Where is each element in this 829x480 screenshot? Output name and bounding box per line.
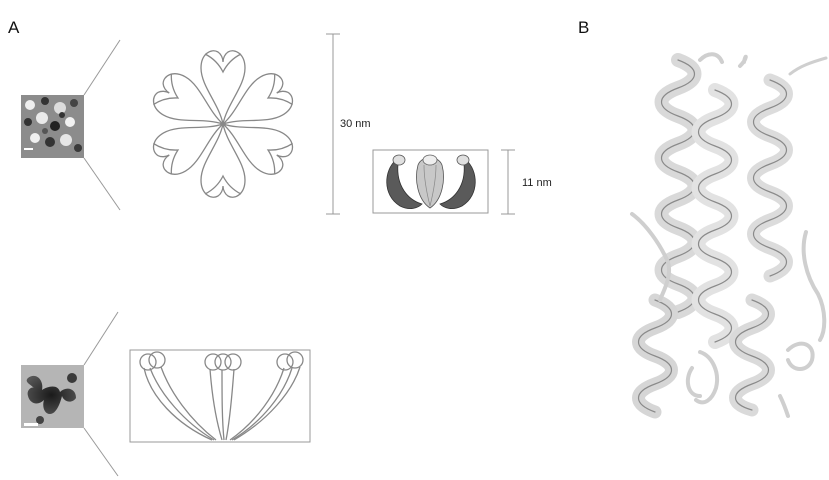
side-view-outline bbox=[130, 350, 310, 442]
leader-line bbox=[84, 312, 118, 365]
leader-line bbox=[84, 158, 120, 210]
micrograph-top bbox=[21, 95, 84, 158]
leader-line bbox=[84, 428, 118, 476]
rosette-top-view bbox=[149, 51, 298, 197]
scale-bar-11nm bbox=[501, 150, 515, 214]
leader-line bbox=[84, 40, 120, 95]
micrograph-bottom bbox=[21, 365, 84, 428]
protein-ribbon-structure bbox=[632, 54, 826, 416]
panel-a-label: A bbox=[8, 18, 20, 37]
scale-bar-30nm bbox=[326, 34, 340, 214]
scale-label-30nm: 30 nm bbox=[340, 118, 371, 130]
side-view-model bbox=[373, 150, 488, 213]
scale-label-11nm: 11 nm bbox=[522, 177, 552, 189]
panel-b-label: B bbox=[578, 18, 589, 37]
